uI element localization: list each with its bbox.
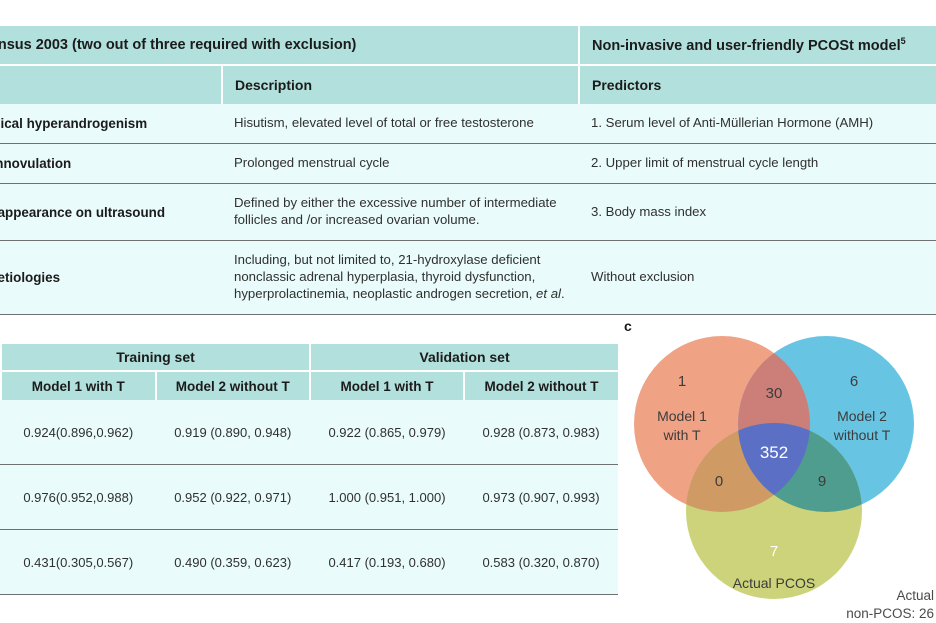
venn-diagram-panel: c 1 6 7 30 0 9 (622, 318, 936, 623)
criteria-group-header-rotterdam-label: Rotterdam Consensus 2003 (two out of thr… (0, 37, 357, 53)
performance-group-header-row: Training set Validation set (0, 344, 618, 371)
table-row: 0.976(0.952,0.988) 0.952 (0.922, 0.971) … (0, 464, 618, 530)
performance-group-header-training: Training set (1, 344, 311, 371)
exclusion-text-post: . (560, 285, 565, 301)
criteria-group-header-pcost-label: Non-invasive and user-friendly PCOSt mod… (592, 37, 901, 54)
criteria-cell-description: Hisutism, elevated level of total or fre… (222, 104, 579, 145)
venn-count-model1-only: 1 (678, 373, 686, 390)
criteria-cell-description: Defined by either the excessive number o… (222, 183, 579, 242)
venn-diagram-svg: 1 6 7 30 0 9 352 Model 1 with T Model 2 … (634, 336, 934, 621)
performance-cell-metric (0, 400, 1, 465)
performance-cell-value: 0.431(0.305,0.567) (1, 529, 156, 595)
venn-annotation-line2: non-PCOS: 26 (846, 606, 934, 621)
performance-cell-value: 0.952 (0.922, 0.971) (155, 464, 310, 530)
performance-cell-metric (0, 529, 1, 595)
performance-sub-header-train-model1: Model 1 with T (1, 370, 157, 400)
performance-cell-value: 0.490 (0.359, 0.623) (155, 529, 310, 595)
criteria-cell-predictor: 1. Serum level of Anti-Müllerian Hormone… (579, 104, 936, 145)
performance-cell-value: 0.924(0.896,0.962) (1, 400, 156, 465)
performance-table: Training set Validation set Model 1 with… (0, 344, 618, 595)
criteria-cell-description: Prolonged menstrual cycle (222, 143, 579, 185)
performance-cell-value: 0.417 (0.193, 0.680) (310, 529, 464, 595)
criteria-sub-header-predictors: Predictors (579, 64, 936, 104)
performance-sub-header-train-model2: Model 2 without T (155, 370, 311, 400)
table-row: Oligomenorrhea, annovulation Prolonged m… (0, 143, 936, 185)
venn-count-model1-pcos: 0 (715, 473, 723, 490)
venn-label-actual-pcos: Actual PCOS (733, 575, 815, 591)
performance-sub-header-row: Model 1 with T Model 2 without T Model 1… (0, 370, 618, 400)
venn-count-all-three: 352 (760, 443, 788, 462)
performance-cell-value: 0.928 (0.873, 0.983) (464, 400, 618, 465)
table-row: Clinical or biochemical hyperandrogenism… (0, 104, 936, 145)
performance-cell-value: 0.583 (0.320, 0.870) (464, 529, 618, 595)
panel-label-c: c (624, 318, 632, 334)
criteria-group-header-pcost: Non-invasive and user-friendly PCOSt mod… (579, 26, 936, 65)
table-row: Polycystic ovaries appearance on ultraso… (0, 183, 936, 242)
performance-cell-value: 1.000 (0.951, 1.000) (310, 464, 464, 530)
table-row: 0.924(0.896,0.962) 0.919 (0.890, 0.948) … (0, 400, 618, 465)
performance-cell-metric (0, 464, 1, 530)
performance-sub-header-valid-model1: Model 1 with T (310, 370, 465, 400)
venn-annotation-line1: Actual (896, 588, 934, 603)
exclusion-text-italic: et al (536, 285, 561, 301)
performance-cell-value: 0.973 (0.907, 0.993) (464, 464, 618, 530)
venn-label-model2-line1: Model 2 (837, 408, 887, 424)
performance-group-header-validation: Validation set (310, 344, 618, 371)
performance-sub-header-valid-model2: Model 2 without T (464, 370, 618, 400)
venn-count-model1-model2: 30 (766, 385, 783, 402)
venn-label-model1-line2: with T (662, 427, 701, 443)
performance-table-body: 0.924(0.896,0.962) 0.919 (0.890, 0.948) … (0, 400, 618, 595)
venn-count-pcos-only: 7 (770, 543, 778, 560)
performance-cell-value: 0.919 (0.890, 0.948) (155, 400, 310, 465)
venn-count-model2-pcos: 9 (818, 473, 826, 490)
criteria-table-head: Rotterdam Consensus 2003 (two out of thr… (0, 26, 936, 104)
criteria-cell-predictor: 2. Upper limit of menstrual cycle length (579, 143, 936, 185)
venn-label-model2-line2: without T (833, 427, 891, 443)
criteria-cell-criterion: Polycystic ovaries appearance on ultraso… (0, 183, 222, 242)
criteria-table-body: Clinical or biochemical hyperandrogenism… (0, 104, 936, 315)
venn-count-model2-only: 6 (850, 373, 858, 390)
criteria-group-header-row: Rotterdam Consensus 2003 (two out of thr… (0, 26, 936, 65)
criteria-sub-header-description: Description (222, 64, 580, 104)
criteria-cell-criterion: Exclusion of other etiologies (0, 240, 222, 315)
criteria-cell-criterion: Clinical or biochemical hyperandrogenism (0, 104, 222, 145)
table-row: Exclusion of other etiologies Including,… (0, 240, 936, 315)
criteria-cell-predictor: 3. Body mass index (579, 183, 936, 242)
criteria-sub-header-blank (0, 64, 223, 104)
criteria-group-header-rotterdam: Rotterdam Consensus 2003 (two out of thr… (0, 26, 580, 65)
performance-table-head: Training set Validation set Model 1 with… (0, 344, 618, 400)
performance-cell-value: 0.922 (0.865, 0.979) (310, 400, 464, 465)
criteria-cell-predictor: Without exclusion (579, 240, 936, 315)
criteria-sub-header-row: Description Predictors (0, 64, 936, 104)
criteria-cell-criterion: Oligomenorrhea, annovulation (0, 143, 222, 185)
criteria-cell-description-exclusion: Including, but not limited to, 21-hydrox… (222, 240, 579, 315)
performance-cell-value: 0.976(0.952,0.988) (1, 464, 156, 530)
venn-label-model1-line1: Model 1 (657, 408, 707, 424)
criteria-table: Rotterdam Consensus 2003 (two out of thr… (0, 26, 936, 315)
table-row: 0.431(0.305,0.567) 0.490 (0.359, 0.623) … (0, 529, 618, 595)
exclusion-text-pre: Including, but not limited to, 21-hydrox… (234, 252, 541, 301)
criteria-group-header-pcost-superscript: 5 (900, 36, 906, 47)
